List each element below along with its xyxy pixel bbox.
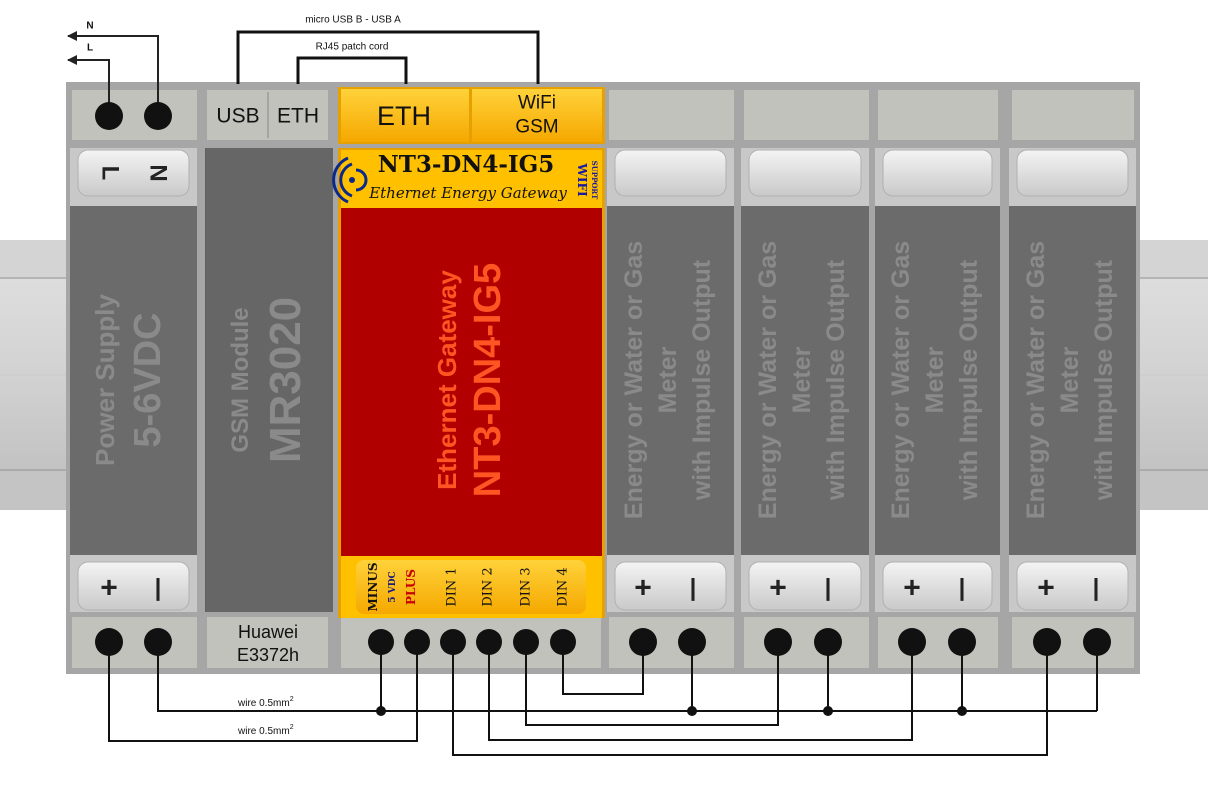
ps-minus-label: |: [155, 575, 162, 602]
wifi-badge: WIFI: [575, 162, 589, 197]
terminal-screw-m1-plus[interactable]: [629, 628, 657, 656]
meter-1-minus-label: |: [690, 575, 697, 602]
mains-arrows: [67, 31, 159, 116]
gsm-title: GSM Module: [227, 307, 254, 452]
meter-2-minus-label: |: [825, 575, 832, 602]
din4-wire: [562, 642, 644, 695]
terminal-screw-din3[interactable]: [513, 629, 539, 655]
wifi-signal-icon: [332, 156, 368, 204]
meter-1-line3: with Impulse Output: [688, 259, 716, 501]
meter-3-minus-label: |: [959, 575, 966, 602]
terminal-screw-gw-minus[interactable]: [368, 629, 394, 655]
meter-3-line1: Energy or Water or Gas: [887, 241, 915, 519]
ps-rating: 5-6VDC: [127, 312, 169, 447]
meter-3-line2: Meter: [921, 346, 949, 413]
rj45-cable: [296, 56, 408, 84]
l-line-arrow: [67, 55, 110, 116]
bottom-screw-terminals: [95, 628, 1111, 656]
top-cables: [236, 30, 540, 84]
gateway-gsm-port-label: GSM: [515, 117, 558, 138]
power-supply-module: L N Power Supply 5-6VDC + |: [70, 148, 197, 612]
terminal-screw-l[interactable]: [95, 102, 123, 130]
terminal-screw-m4-plus[interactable]: [1033, 628, 1061, 656]
terminal-screw-din1[interactable]: [440, 629, 466, 655]
plus-supply-wire: [108, 642, 418, 742]
wire-junctions: [376, 706, 967, 716]
gateway-eth-port-label: ETH: [377, 101, 431, 131]
gateway-minus-label: MINUS: [366, 563, 380, 612]
meter-module-2: Energy or Water or Gas Meter with Impuls…: [741, 148, 869, 612]
meter-1-plus-label: +: [634, 572, 652, 605]
mains-l-label: L: [87, 43, 93, 54]
din3-label: DIN 3: [519, 567, 534, 606]
gsm-model: MR3020: [261, 297, 310, 463]
meter-4-line1: Energy or Water or Gas: [1022, 241, 1050, 519]
modem-brand: Huawei: [238, 622, 298, 642]
usb-cable: [236, 30, 540, 84]
terminal-screw-din4[interactable]: [550, 629, 576, 655]
terminal-screw-m1-minus[interactable]: [678, 628, 706, 656]
gateway-title: Ethernet Gateway: [432, 270, 462, 490]
din2-label: DIN 2: [481, 567, 496, 606]
terminal-screw-ps-plus[interactable]: [95, 628, 123, 656]
terminal-screw-ps-minus[interactable]: [144, 628, 172, 656]
gateway-plus-label: PLUS: [404, 569, 418, 605]
meter-2-line3: with Impulse Output: [822, 259, 850, 501]
wire-label-lower: wire 0.5mm2: [237, 724, 294, 737]
terminal-screw-m3-minus[interactable]: [948, 628, 976, 656]
gateway-5vdc-label: 5 VDC: [388, 571, 398, 602]
din2-wire: [488, 642, 913, 741]
din1-wire: [452, 642, 1048, 756]
ps-title: Power Supply: [90, 294, 120, 466]
meter-2-line2: Meter: [788, 346, 816, 413]
gsm-eth-port-label: ETH: [277, 105, 319, 128]
meter-4-line3: with Impulse Output: [1090, 259, 1118, 501]
gateway-logo-subtitle: Ethernet Energy Gateway: [368, 184, 567, 202]
terminal-screw-m3-plus[interactable]: [898, 628, 926, 656]
gateway-module: NT3-DN4-IG5 Ethernet Energy Gateway WIFI…: [332, 93, 605, 618]
mains-n-label: N: [86, 21, 93, 32]
usb-cable-label: micro USB B - USB A: [305, 15, 401, 26]
top-terminal-strip: [72, 87, 1134, 144]
meter-4-minus-label: |: [1093, 575, 1100, 602]
meter-4-line2: Meter: [1056, 346, 1084, 413]
ps-terminal-l-label: L: [97, 166, 124, 181]
meter-3-plus-label: +: [903, 572, 921, 605]
terminal-screw-gw-plus[interactable]: [404, 629, 430, 655]
ps-plus-label: +: [100, 572, 118, 605]
meter-module-4: Energy or Water or Gas Meter with Impuls…: [1009, 148, 1136, 612]
meter-2-line1: Energy or Water or Gas: [754, 241, 782, 519]
support-badge: SUPPORT: [590, 161, 599, 200]
din3-wire: [525, 642, 779, 726]
terminal-screw-m2-plus[interactable]: [764, 628, 792, 656]
ps-terminal-n-label: N: [145, 164, 172, 181]
meter-4-plus-label: +: [1037, 572, 1055, 605]
n-line-arrow: [67, 31, 159, 116]
meter-1-line1: Energy or Water or Gas: [620, 241, 648, 519]
meter-1-line2: Meter: [654, 346, 682, 413]
gsm-module: GSM Module MR3020 USB ETH Huawei E3372h: [205, 92, 333, 665]
gsm-usb-port-label: USB: [216, 105, 259, 128]
meter-2-plus-label: +: [769, 572, 787, 605]
modem-model: E3372h: [237, 645, 299, 665]
meter-module-3: Energy or Water or Gas Meter with Impuls…: [875, 148, 1000, 612]
gateway-wifi-port-label: WiFi: [518, 93, 556, 114]
rj45-cable-label: RJ45 patch cord: [316, 42, 389, 53]
gateway-model: NT3-DN4-IG5: [467, 263, 509, 497]
wire-label-upper: wire 0.5mm2: [237, 696, 294, 709]
top-screw-terminals: [95, 102, 172, 130]
terminal-screw-n[interactable]: [144, 102, 172, 130]
terminal-screw-din2[interactable]: [476, 629, 502, 655]
meter-3-line3: with Impulse Output: [955, 259, 983, 501]
din4-label: DIN 4: [556, 567, 571, 606]
meter-module-1: Energy or Water or Gas Meter with Impuls…: [607, 148, 734, 612]
terminal-screw-m4-minus[interactable]: [1083, 628, 1111, 656]
minus-bus-wire: [157, 642, 1097, 712]
din1-label: DIN 1: [445, 567, 460, 606]
gateway-logo-title: NT3-DN4-IG5: [378, 151, 555, 178]
terminal-screw-m2-minus[interactable]: [814, 628, 842, 656]
